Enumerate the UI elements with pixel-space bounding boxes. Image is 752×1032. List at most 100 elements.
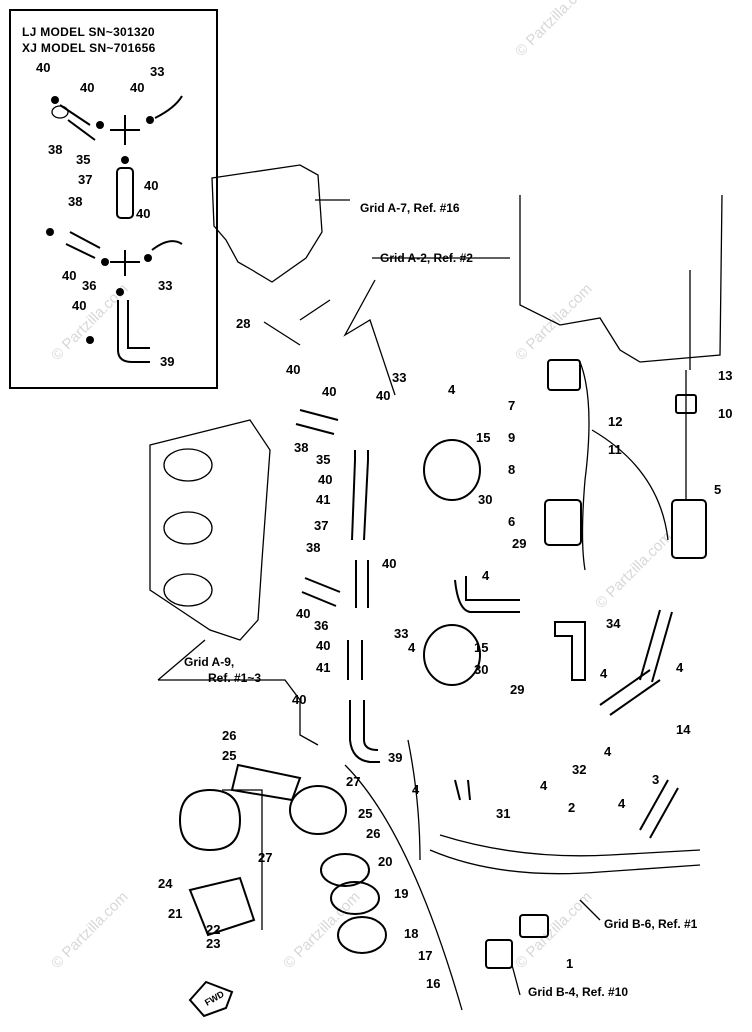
part-number-label: 37	[314, 518, 328, 533]
cover-24	[179, 788, 242, 852]
part-number-label: 8	[508, 462, 515, 477]
part-number-label: 28	[236, 316, 250, 331]
inset-hose-39-inner	[127, 300, 150, 349]
inset-clip-icon	[51, 96, 59, 104]
part-number-label: 23	[206, 936, 220, 951]
inset-box: LJ MODEL SN~301320 XJ MODEL SN~701656	[9, 9, 218, 389]
arrow-lower	[407, 739, 421, 861]
hose-38-upper	[295, 409, 339, 435]
part-number-label: 33	[394, 626, 408, 641]
carb-port-1	[163, 448, 213, 482]
part-number-label: 38	[48, 142, 62, 157]
part-number-label: 36	[82, 278, 96, 293]
grid-b6-leader	[579, 899, 601, 921]
forward-arrow-icon: FWD	[188, 980, 234, 1018]
part-number-label: 40	[318, 472, 332, 487]
pump-body-27	[289, 785, 347, 835]
part-number-label: 7	[508, 398, 515, 413]
part-number-label: 40	[316, 638, 330, 653]
part-number-label: 27	[346, 774, 360, 789]
inset-clip-icon	[86, 336, 94, 344]
part-number-label: 13	[718, 368, 732, 383]
callout-grid-a2: Grid A-2, Ref. #2	[380, 251, 473, 265]
arrow-to-filter	[591, 429, 669, 541]
hose-fuel-supply	[454, 576, 520, 613]
part-number-label: 33	[150, 64, 164, 79]
callout-grid-a9-line1: Grid A-9,	[184, 655, 234, 669]
part-number-label: 29	[510, 682, 524, 697]
part-number-label: 22	[206, 922, 220, 937]
part-number-label: 31	[496, 806, 510, 821]
part-number-label: 4	[412, 782, 420, 797]
part-number-label: 15	[476, 430, 490, 445]
part-number-label: 40	[144, 178, 158, 193]
part-number-label: 40	[80, 80, 94, 95]
inset-clip-icon	[146, 116, 154, 124]
part-number-label: 32	[572, 762, 586, 777]
part-number-label: 5	[714, 482, 721, 497]
part-number-label: 40	[292, 692, 306, 707]
part-number-label: 25	[358, 806, 372, 821]
bracket-outline	[519, 194, 723, 363]
cover-21	[188, 876, 256, 937]
part-number-label: 35	[76, 152, 90, 167]
part-number-label: 37	[78, 172, 92, 187]
pump-group-brace	[344, 764, 463, 1011]
part-number-label: 18	[404, 926, 418, 941]
part-number-label: 38	[306, 540, 320, 555]
part-number-label: 40	[286, 362, 300, 377]
part-number-label: 30	[474, 662, 488, 677]
inset-tee-35	[110, 115, 140, 145]
part-number-label: 39	[388, 750, 402, 765]
part-number-label: 40	[72, 298, 86, 313]
cover-18	[337, 916, 387, 954]
part-number-label: 40	[322, 384, 336, 399]
part-number-label: 14	[676, 722, 691, 737]
inset-hose-39	[117, 300, 150, 363]
part-number-label: 3	[652, 772, 659, 787]
part-number-label: 40	[136, 206, 150, 221]
connector-1	[519, 914, 549, 938]
part-number-label: 4	[482, 568, 490, 583]
zigzag-leader	[343, 279, 396, 396]
part-number-label: 26	[222, 728, 236, 743]
part-number-label: 36	[314, 618, 328, 633]
callout-grid-b4: Grid B-4, Ref. #10	[528, 985, 628, 999]
inset-tee-36	[110, 250, 140, 276]
inset-clip-icon	[96, 121, 104, 129]
hose-37-lower	[355, 560, 369, 608]
part-number-label: 41	[316, 660, 330, 675]
part-number-label: 17	[418, 948, 432, 963]
callout-leaders-top	[263, 199, 510, 346]
plate-19	[330, 881, 380, 915]
part-number-label: 39	[160, 354, 174, 369]
part-number-label: 11	[608, 442, 622, 457]
hose-38-lower	[301, 577, 341, 607]
connector-grid-b4	[485, 939, 513, 969]
part-number-label: 29	[512, 536, 526, 551]
fuel-pump-15-lower	[423, 624, 481, 686]
grid-b4-leader	[511, 964, 521, 996]
part-number-label: 26	[366, 826, 380, 841]
part-number-label: 4	[408, 640, 416, 655]
part-number-label: 24	[158, 876, 173, 891]
callout-grid-a7: Grid A-7, Ref. #16	[360, 201, 460, 215]
part-number-label: 20	[378, 854, 392, 869]
part-number-label: 1	[566, 956, 573, 971]
part-number-label: 19	[394, 886, 408, 901]
inset-hose-37	[116, 167, 134, 219]
fuel-filter-5	[671, 499, 707, 559]
part-number-label: 21	[168, 906, 182, 921]
part-number-label: 16	[426, 976, 440, 991]
hose-39	[349, 700, 380, 763]
filter-group-brace	[579, 361, 590, 571]
inset-clip-icon	[121, 156, 129, 164]
carb-port-2	[163, 511, 213, 545]
part-number-label: 10	[718, 406, 732, 421]
part-number-label: 4	[676, 660, 684, 675]
part-number-label: 27	[258, 850, 272, 865]
fuel-pump-15-upper	[423, 439, 481, 501]
hose-37	[351, 450, 369, 541]
